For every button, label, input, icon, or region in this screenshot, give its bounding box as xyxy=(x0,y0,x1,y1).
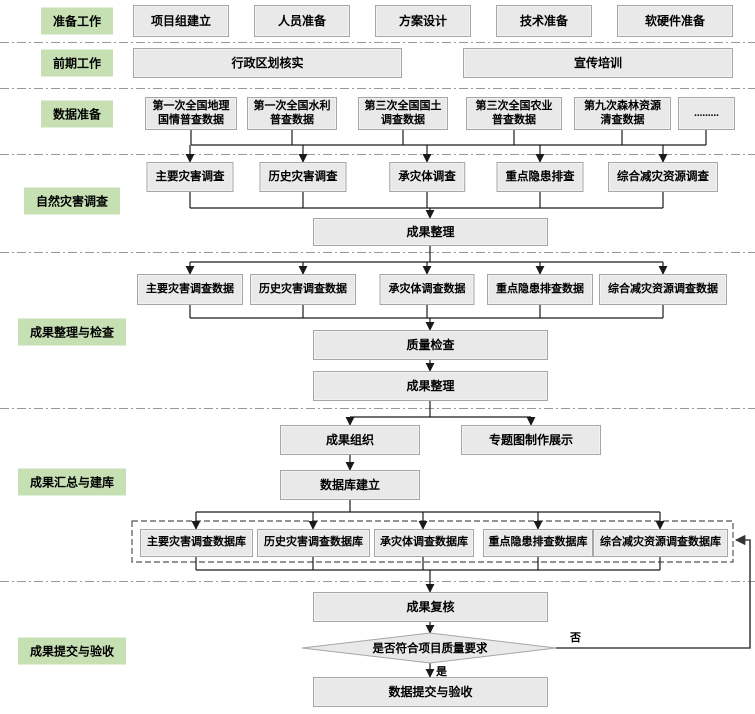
node-historical-disaster-database: 历史灾害调查数据库 xyxy=(257,529,370,557)
node-main-disaster-survey-data: 主要灾害调查数据 xyxy=(137,274,243,305)
section-separators xyxy=(0,42,755,582)
node-project-team-setup: 项目组建立 xyxy=(133,5,229,37)
node-data-submit-acceptance: 数据提交与验收 xyxy=(313,677,548,707)
node-mitigation-resource-survey: 综合减灾资源调查 xyxy=(608,162,718,192)
node-forest-inventory-data: 第九次森林资源 清查数据 xyxy=(574,97,671,130)
node-mitigation-resource-database: 综合减灾资源调查数据库 xyxy=(593,529,728,557)
section-label-submit-acceptance: 成果提交与验收 xyxy=(17,637,127,665)
node-key-hazard-screening: 重点隐患排查 xyxy=(496,162,584,192)
node-admin-division-verify: 行政区划核实 xyxy=(133,48,402,78)
node-personnel-prep: 人员准备 xyxy=(254,5,350,37)
section-label-summary-database: 成果汇总与建库 xyxy=(17,468,127,496)
node-water-census-data: 第一次全国水利 普查数据 xyxy=(247,97,337,130)
decision-question-text: 是否符合项目质量要求 xyxy=(372,643,488,655)
node-result-collation-2: 成果整理 xyxy=(313,371,548,401)
node-historical-disaster-survey: 历史灾害调查 xyxy=(259,162,347,192)
node-main-disaster-database: 主要灾害调查数据库 xyxy=(140,529,253,557)
node-thematic-map-display: 专题图制作展示 xyxy=(461,425,601,455)
database-group-container xyxy=(131,520,734,563)
section-label-disaster-survey: 自然灾害调查 xyxy=(23,187,121,215)
section-label-early-work: 前期工作 xyxy=(40,49,114,77)
node-result-review: 成果复核 xyxy=(313,592,548,622)
node-hardware-software-prep: 软硬件准备 xyxy=(617,5,733,37)
decision-yes-label: 是 xyxy=(436,666,447,678)
node-exposure-survey: 承灾体调查 xyxy=(389,162,465,192)
node-exposure-survey-data: 承灾体调查数据 xyxy=(379,274,475,305)
node-key-hazard-screening-data: 重点隐患排查数据 xyxy=(487,274,593,305)
node-publicity-training: 宣传培训 xyxy=(463,48,733,78)
node-key-hazard-database: 重点隐患排查数据库 xyxy=(483,529,593,557)
decision-no-label: 否 xyxy=(570,632,581,644)
node-historical-disaster-survey-data: 历史灾害调查数据 xyxy=(250,274,356,305)
node-result-collation-1: 成果整理 xyxy=(313,218,548,246)
section-label-prep-work: 准备工作 xyxy=(40,7,114,35)
node-geographic-census-data: 第一次全国地理 国情普查数据 xyxy=(145,97,237,130)
node-plan-design: 方案设计 xyxy=(375,5,471,37)
node-database-build: 数据库建立 xyxy=(280,470,420,500)
section-label-data-preparation: 数据准备 xyxy=(40,100,114,128)
node-agriculture-census-data: 第三次全国农业 普查数据 xyxy=(466,97,562,130)
node-main-disaster-survey: 主要灾害调查 xyxy=(146,162,234,192)
decision-diamond xyxy=(301,632,557,664)
node-mitigation-resource-survey-data: 综合减灾资源调查数据 xyxy=(599,274,727,305)
feedback-loop-line xyxy=(556,534,751,649)
node-quality-check: 质量检查 xyxy=(313,330,548,360)
node-result-organization: 成果组织 xyxy=(280,425,420,455)
connector-lines xyxy=(185,130,707,678)
node-land-survey-data: 第三次全国国土 调查数据 xyxy=(358,97,448,130)
node-technical-prep: 技术准备 xyxy=(496,5,592,37)
node-exposure-database: 承灾体调查数据库 xyxy=(374,529,474,557)
node-more-data-ellipsis: ......... xyxy=(678,97,735,130)
section-label-collation-check: 成果整理与检查 xyxy=(17,318,127,346)
